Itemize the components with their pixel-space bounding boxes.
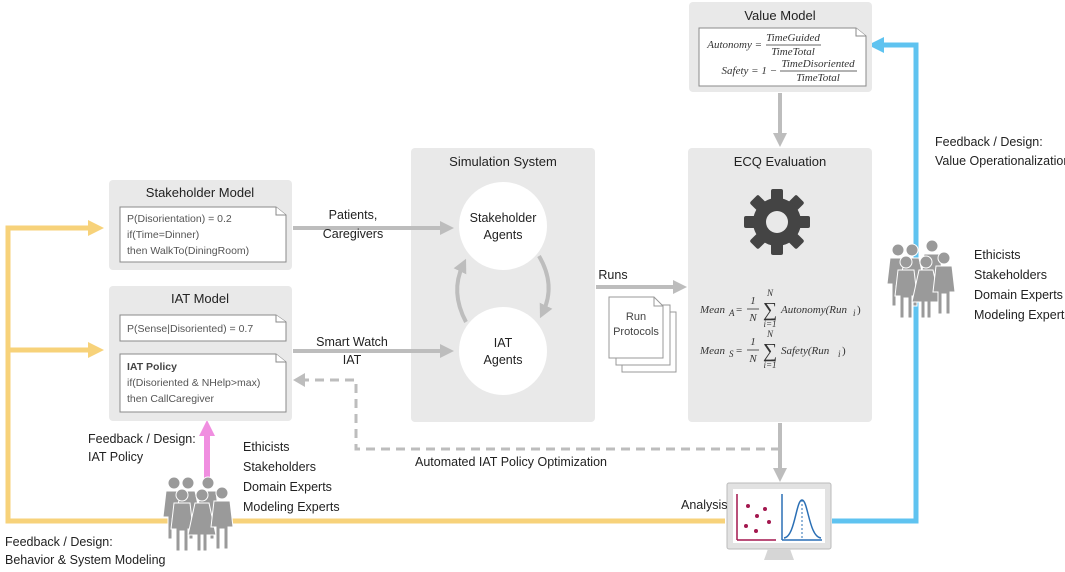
mean-a-term: Autonomy(Run (780, 304, 847, 316)
fd-iat-line-1: Feedback / Design: (88, 432, 196, 446)
safety-num: TimeDisoriented (781, 58, 855, 70)
iat-policy-line-2: then CallCaregiver (127, 393, 214, 405)
right-group-4: Modeling Experts (974, 308, 1065, 322)
run-protocols-line-2: Protocols (613, 326, 659, 338)
mean-s-lhs: Mean (699, 345, 726, 357)
stakeholder-code-line-2: if(Time=Dinner) (127, 229, 199, 241)
iat-agents-line-1: IAT (494, 336, 513, 350)
cycle-arrow-up (453, 258, 468, 323)
right-group-2: Stakeholders (974, 268, 1047, 282)
svg-text:=: = (736, 304, 742, 316)
document-stack-icon: Run Protocols (608, 296, 677, 373)
simulation-title: Simulation System (449, 154, 557, 169)
automated-label: Automated IAT Policy Optimization (415, 455, 607, 469)
fd-behavior-line-1: Feedback / Design: (5, 535, 113, 549)
stakeholder-code-line-3: then WalkTo(DiningRoom) (127, 245, 249, 257)
mean-s-run-sub: i (838, 349, 841, 359)
left-group-4: Modeling Experts (243, 500, 340, 514)
ecq-title: ECQ Evaluation (734, 154, 827, 169)
mean-a-lhs: Mean (699, 304, 726, 316)
fd-value-line-1: Feedback / Design: (935, 135, 1043, 149)
autonomy-den: TimeTotal (771, 46, 815, 58)
mean-s-frac-den: N (748, 353, 757, 365)
iat-model-title: IAT Model (171, 291, 229, 306)
patients-label-2: Caregivers (323, 227, 383, 241)
iat-agents-line-2: Agents (484, 353, 523, 367)
mean-s-frac-num: 1 (750, 336, 756, 348)
patients-label-1: Patients, (329, 208, 378, 222)
stakeholder-code-line-1: P(Disorientation) = 0.2 (127, 213, 232, 225)
iat-policy-line-1: if(Disoriented & NHelp>max) (127, 377, 260, 389)
mean-a-frac-num: 1 (750, 295, 756, 307)
mean-a-sub: A (728, 308, 735, 318)
smartwatch-label-2: IAT (343, 353, 362, 367)
autonomy-lhs: Autonomy = (706, 39, 762, 51)
safety-lhs: Safety = 1 − (722, 65, 777, 77)
people-group-icon (886, 239, 956, 319)
safety-den: TimeTotal (796, 72, 840, 84)
mean-a-frac-den: N (748, 312, 757, 324)
mean-a-sum-bottom: i=1 (763, 319, 776, 329)
runs-label: Runs (598, 268, 627, 282)
mean-a-sum-top: N (766, 288, 774, 298)
iat-policy-title: IAT Policy (127, 361, 177, 373)
stakeholder-model-title: Stakeholder Model (146, 185, 255, 200)
run-protocols-line-1: Run (626, 311, 646, 323)
left-group-1: Ethicists (243, 440, 290, 454)
right-group-3: Domain Experts (974, 288, 1063, 302)
iat-model: IAT Model P(Sense|Disoriented) = 0.7 IAT… (109, 286, 292, 421)
mean-s-sum-symbol: ∑ (763, 340, 777, 362)
mean-a-close: ) (857, 304, 861, 316)
stakeholder-agents-line-1: Stakeholder (470, 211, 537, 225)
fd-behavior-line-2: Behavior & System Modeling (5, 553, 166, 567)
mean-a-sum-symbol: ∑ (763, 299, 777, 321)
gear-icon (744, 189, 810, 255)
autonomy-num: TimeGuided (766, 32, 820, 44)
monitor-analysis-icon (726, 482, 832, 560)
fd-value-line-2: Value Operationalization (935, 154, 1065, 168)
mean-s-close: ) (842, 345, 846, 357)
iat-code-line-1: P(Sense|Disoriented) = 0.7 (127, 323, 253, 335)
left-group-3: Domain Experts (243, 480, 332, 494)
stakeholder-agents-line-2: Agents (484, 228, 523, 242)
mean-a-run-sub: i (853, 308, 856, 318)
optimization-arrowhead (293, 373, 305, 387)
fd-iat-line-2: IAT Policy (88, 450, 144, 464)
mean-s-sub: S (729, 349, 734, 359)
mean-s-sum-bottom: i=1 (763, 360, 776, 370)
cycle-arrow-down (537, 254, 553, 319)
left-group-2: Stakeholders (243, 460, 316, 474)
mean-s-term: Safety(Run (781, 345, 830, 357)
svg-text:=: = (736, 345, 742, 357)
mean-s-sum-top: N (766, 329, 774, 339)
optimization-dashed-line (298, 378, 780, 451)
stakeholder-model: Stakeholder Model P(Disorientation) = 0.… (109, 180, 292, 270)
value-model-title: Value Model (744, 8, 815, 23)
ecq-evaluation: ECQ Evaluation Mean A = 1 N N ∑ i=1 (688, 148, 872, 422)
analysis-label: Analysis (681, 498, 728, 512)
people-group-icon (162, 476, 234, 552)
right-group-1: Ethicists (974, 248, 1021, 262)
simulation-system: Simulation System Stakeholder Agents IAT… (411, 148, 595, 422)
smartwatch-label-1: Smart Watch (316, 335, 388, 349)
value-model: Value Model Autonomy = TimeGuided TimeTo… (689, 2, 872, 92)
